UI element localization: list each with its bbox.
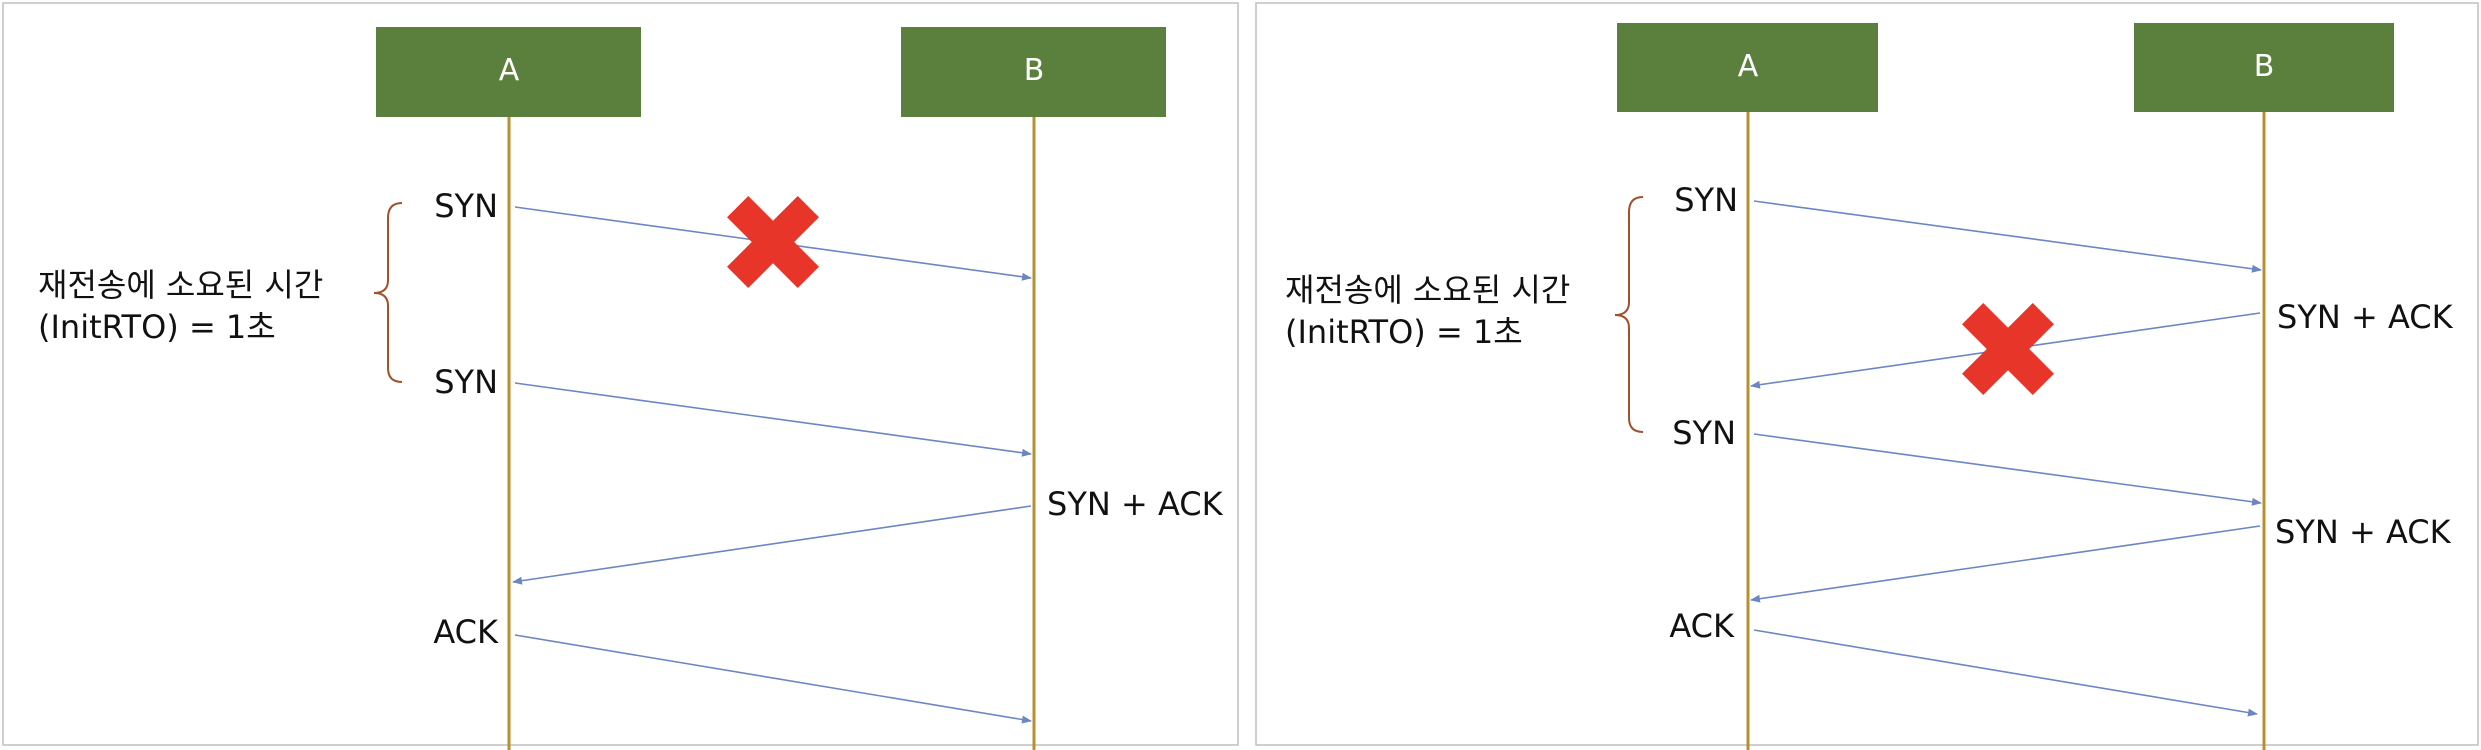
message-label: SYN <box>434 187 498 225</box>
message-label: SYN <box>1672 414 1736 452</box>
participant-a-header: A <box>376 27 641 117</box>
diagram-left: A B SYN SYN SYN + ACK ACK 재전송에 소요된 시간 (I… <box>2 2 1239 750</box>
message-arrow <box>512 505 1032 585</box>
message-arrow <box>1750 525 2261 603</box>
brace-label-line1: 재전송에 소요된 시간 <box>1285 271 1570 309</box>
message-arrow <box>1753 433 2262 506</box>
message-arrow <box>1753 629 2258 717</box>
message-label: SYN <box>1674 181 1738 219</box>
message-label: SYN + ACK <box>2277 298 2454 336</box>
message-label: SYN + ACK <box>1047 485 1224 523</box>
participant-a-label: A <box>1738 49 1759 84</box>
panel-border <box>1255 2 2479 746</box>
brace-label-line2: (InitRTO) = 1초 <box>38 308 276 346</box>
lost-packet-cross-icon <box>727 196 819 288</box>
brace-label-line2: (InitRTO) = 1초 <box>1285 313 1523 351</box>
participant-b-label: B <box>2254 49 2275 84</box>
diagram-right: A B SYN SYN + ACK SYN SYN + ACK ACK 재전송에… <box>1255 2 2479 750</box>
lost-packet-cross-icon <box>1962 303 2054 395</box>
panel-border <box>2 2 1239 746</box>
message-arrow <box>1753 200 2262 273</box>
time-brace <box>373 202 403 383</box>
time-brace <box>1614 196 1644 433</box>
brace-label-line1: 재전송에 소요된 시간 <box>38 266 323 304</box>
message-arrow <box>514 382 1032 457</box>
participant-b-header: B <box>2134 23 2394 112</box>
participant-b-header: B <box>901 27 1166 117</box>
message-label: ACK <box>433 613 499 651</box>
participant-a-header: A <box>1617 23 1878 112</box>
message-arrow <box>514 634 1032 724</box>
participant-a-label: A <box>499 53 520 88</box>
participant-b-label: B <box>1024 53 1045 88</box>
message-label: ACK <box>1669 607 1735 645</box>
message-label: SYN <box>434 363 498 401</box>
message-label: SYN + ACK <box>2275 513 2452 551</box>
